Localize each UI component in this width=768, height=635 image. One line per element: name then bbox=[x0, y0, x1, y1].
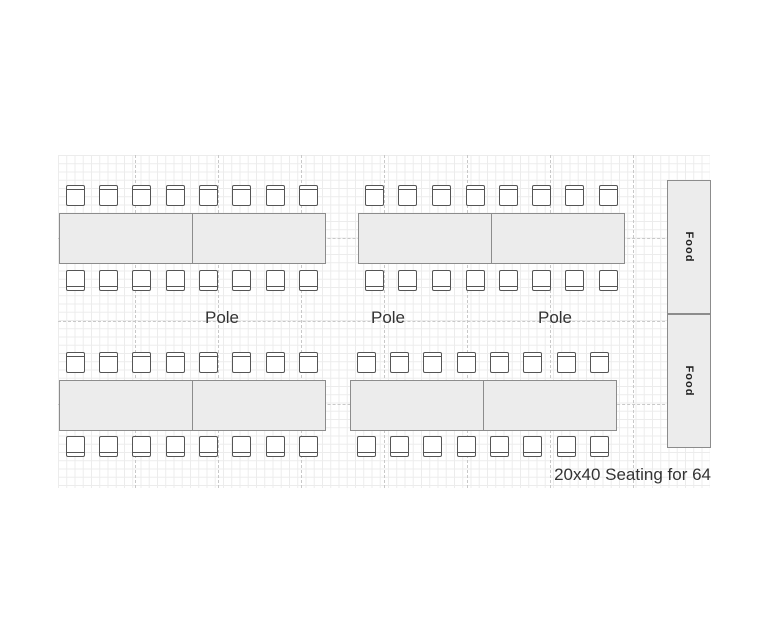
chair bbox=[132, 352, 151, 373]
chair bbox=[232, 436, 251, 457]
chair bbox=[266, 185, 285, 206]
chair bbox=[365, 185, 384, 206]
chair bbox=[499, 185, 518, 206]
food-station: Food bbox=[667, 180, 711, 314]
pole-label: Pole bbox=[537, 308, 573, 327]
chair bbox=[590, 436, 609, 457]
chair bbox=[266, 436, 285, 457]
chair bbox=[66, 436, 85, 457]
chair bbox=[299, 352, 318, 373]
chair bbox=[432, 270, 451, 291]
chair bbox=[132, 185, 151, 206]
chair bbox=[199, 270, 218, 291]
chair bbox=[132, 436, 151, 457]
chair bbox=[99, 185, 118, 206]
chair bbox=[66, 185, 85, 206]
chair bbox=[557, 352, 576, 373]
chair bbox=[357, 436, 376, 457]
chair bbox=[232, 185, 251, 206]
chair bbox=[66, 352, 85, 373]
table bbox=[59, 380, 193, 431]
table bbox=[192, 380, 326, 431]
chair bbox=[299, 436, 318, 457]
chair bbox=[166, 185, 185, 206]
chair bbox=[99, 352, 118, 373]
chair bbox=[199, 352, 218, 373]
chair bbox=[499, 270, 518, 291]
chair bbox=[599, 270, 618, 291]
chair bbox=[432, 185, 451, 206]
grid-background bbox=[58, 155, 710, 488]
table bbox=[358, 213, 492, 264]
chair bbox=[565, 185, 584, 206]
chair bbox=[365, 270, 384, 291]
chair bbox=[523, 436, 542, 457]
table bbox=[192, 213, 326, 264]
chair bbox=[166, 436, 185, 457]
chair bbox=[166, 270, 185, 291]
chair bbox=[457, 436, 476, 457]
food-label: Food bbox=[683, 365, 695, 397]
chair bbox=[299, 270, 318, 291]
chair bbox=[532, 270, 551, 291]
chair bbox=[266, 270, 285, 291]
chair bbox=[398, 270, 417, 291]
table bbox=[491, 213, 625, 264]
table bbox=[350, 380, 484, 431]
table bbox=[483, 380, 617, 431]
chair bbox=[99, 436, 118, 457]
chair bbox=[232, 352, 251, 373]
chair bbox=[466, 185, 485, 206]
chair bbox=[590, 352, 609, 373]
chair bbox=[390, 352, 409, 373]
chair bbox=[199, 436, 218, 457]
chair bbox=[66, 270, 85, 291]
chair bbox=[166, 352, 185, 373]
chair bbox=[423, 436, 442, 457]
chair bbox=[99, 270, 118, 291]
pole-label: Pole bbox=[204, 308, 240, 327]
pole-label: Pole bbox=[370, 308, 406, 327]
chair bbox=[423, 352, 442, 373]
chair bbox=[532, 185, 551, 206]
chair bbox=[398, 185, 417, 206]
chair bbox=[266, 352, 285, 373]
chair bbox=[132, 270, 151, 291]
chair bbox=[490, 436, 509, 457]
chair bbox=[523, 352, 542, 373]
food-station: Food bbox=[667, 314, 711, 448]
chair bbox=[490, 352, 509, 373]
table bbox=[59, 213, 193, 264]
chair bbox=[390, 436, 409, 457]
chair bbox=[199, 185, 218, 206]
chair bbox=[557, 436, 576, 457]
chair bbox=[357, 352, 376, 373]
chair bbox=[466, 270, 485, 291]
grid-major-line bbox=[58, 321, 710, 322]
chair bbox=[565, 270, 584, 291]
chair bbox=[299, 185, 318, 206]
chair bbox=[599, 185, 618, 206]
chair bbox=[232, 270, 251, 291]
food-label: Food bbox=[683, 231, 695, 263]
chair bbox=[457, 352, 476, 373]
layout-caption: 20x40 Seating for 64 bbox=[554, 465, 711, 484]
